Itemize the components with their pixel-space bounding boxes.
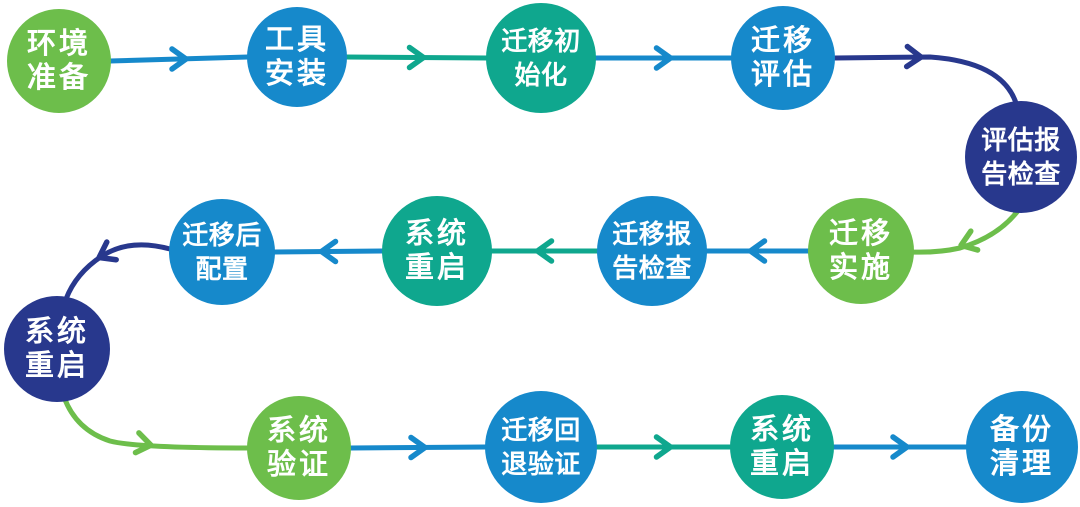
flow-node-system-restart-2: 系统重启 xyxy=(4,296,110,402)
flow-node-label-line: 迁移 xyxy=(829,217,893,250)
arrowhead-icon xyxy=(747,238,768,264)
flow-node-circle xyxy=(597,196,707,306)
flow-node-label-line: 重启 xyxy=(405,251,469,284)
flow-node-label-line: 实施 xyxy=(829,250,893,284)
flow-node-circle xyxy=(169,199,275,305)
flow-node-system-verify: 系统验证 xyxy=(247,396,351,500)
flow-edge-tool-install-to-migration-init xyxy=(343,54,490,61)
flow-node-label-line: 备份 xyxy=(989,413,1054,446)
flow-node-label: 系统重启 xyxy=(25,314,89,382)
arrowhead-icon xyxy=(653,434,674,460)
flow-node-circle xyxy=(486,3,596,113)
flow-node-system-restart-1: 系统重启 xyxy=(382,196,492,306)
flow-node-circle xyxy=(247,396,351,500)
flow-node-rollback-verify: 迁移回退验证 xyxy=(485,391,597,503)
flow-node-migration-evaluate: 迁移评估 xyxy=(731,6,835,110)
flow-edge-evaluation-report-check-to-migration-implement xyxy=(907,205,1023,255)
flow-node-tool-install: 工具安装 xyxy=(247,7,347,107)
flow-node-label: 系统重启 xyxy=(750,412,814,480)
flow-node-label-line: 迁移报 xyxy=(612,219,692,249)
flow-node-migration-implement: 迁移实施 xyxy=(808,198,914,304)
flow-node-label-line: 验证 xyxy=(267,447,331,481)
flow-node-circle xyxy=(485,391,597,503)
flow-node-label-line: 系统 xyxy=(405,216,469,250)
flow-node-label-line: 清理 xyxy=(990,447,1054,480)
flow-node-env-prep: 环境准备 xyxy=(7,9,111,113)
flow-node-label-line: 系统 xyxy=(267,413,331,447)
flow-node-label-line: 告检查 xyxy=(612,253,692,283)
flow-node-label: 迁移报告检查 xyxy=(612,219,692,283)
flow-node-circle xyxy=(730,395,834,499)
flow-edge-system-verify-to-rollback-verify xyxy=(347,444,489,451)
flow-node-label: 迁移实施 xyxy=(829,217,893,284)
flow-node-label-line: 迁移回 xyxy=(501,415,581,445)
flow-node-migration-init: 迁移初始化 xyxy=(486,3,596,113)
flow-node-label: 备份清理 xyxy=(989,413,1054,480)
flow-node-label-line: 配置 xyxy=(195,254,248,284)
flow-node-label-line: 退验证 xyxy=(501,449,581,479)
flow-node-label-line: 重启 xyxy=(750,447,814,480)
arrowhead-icon xyxy=(890,434,910,460)
flow-node-evaluation-report-check: 评估报告检查 xyxy=(965,101,1077,213)
flow-edge-system-restart-2-to-system-verify xyxy=(61,394,251,451)
arrowhead-icon xyxy=(96,239,119,263)
flow-node-label-line: 环境 xyxy=(27,27,91,60)
flow-node-label: 迁移回退验证 xyxy=(501,415,581,479)
flow-node-circle xyxy=(965,101,1077,213)
flow-node-label: 系统验证 xyxy=(267,413,331,481)
flow-node-label-line: 工具 xyxy=(265,24,329,56)
flow-edge-post-migration-config-to-system-restart-2 xyxy=(63,242,173,302)
flow-node-circle xyxy=(966,391,1078,503)
flow-node-label: 迁移评估 xyxy=(751,24,815,91)
flow-node-system-restart-3: 系统重启 xyxy=(730,395,834,499)
flow-node-circle xyxy=(808,198,914,304)
flow-node-label-line: 评估报 xyxy=(981,125,1061,155)
flow-edge-system-restart-1-to-post-migration-config xyxy=(271,248,386,255)
flow-node-circle xyxy=(4,296,110,402)
flow-node-label-line: 系统 xyxy=(750,412,814,446)
flow-node-label-line: 安装 xyxy=(265,57,329,90)
flow-node-label-line: 迁移 xyxy=(751,24,815,57)
arrowhead-icon xyxy=(903,43,924,70)
flow-node-label-line: 重启 xyxy=(25,349,89,382)
flow-node-label-line: 始化 xyxy=(514,60,567,90)
flow-node-backup-cleanup: 备份清理 xyxy=(966,391,1078,503)
flow-node-label-line: 系统 xyxy=(25,314,89,348)
flow-node-label: 环境准备 xyxy=(27,27,91,94)
flow-node-migration-report-check: 迁移报告检查 xyxy=(597,196,707,306)
flow-edge-env-prep-to-tool-install xyxy=(107,54,251,64)
arrowhead-icon xyxy=(534,238,555,264)
flow-node-label: 系统重启 xyxy=(405,216,469,284)
flow-node-label-line: 迁移后 xyxy=(182,220,262,250)
flow-node-label-line: 准备 xyxy=(27,61,91,94)
flow-node-label: 评估报告检查 xyxy=(981,125,1061,189)
flow-node-circle xyxy=(247,7,347,107)
arrowhead-icon xyxy=(653,45,674,71)
arrowhead-icon xyxy=(169,46,189,72)
flow-node-post-migration-config: 迁移后配置 xyxy=(169,199,275,305)
flow-node-label-line: 迁移初 xyxy=(501,26,581,56)
arrowhead-icon xyxy=(958,228,981,253)
flow-node-circle xyxy=(7,9,111,113)
flow-node-label: 迁移初始化 xyxy=(501,26,581,90)
flow-node-circle xyxy=(731,6,835,110)
arrowhead-icon xyxy=(318,238,339,265)
flow-node-label-line: 评估 xyxy=(751,58,815,91)
flow-node-label: 工具安装 xyxy=(265,24,329,90)
flow-edge-migration-evaluate-to-evaluation-report-check xyxy=(832,54,1019,106)
arrowhead-icon xyxy=(132,430,154,456)
arrowhead-icon xyxy=(406,44,427,71)
flow-node-circle xyxy=(382,196,492,306)
flow-node-label-line: 告检查 xyxy=(981,159,1061,189)
flow-node-label: 迁移后配置 xyxy=(182,220,262,284)
arrowhead-icon xyxy=(408,434,428,461)
